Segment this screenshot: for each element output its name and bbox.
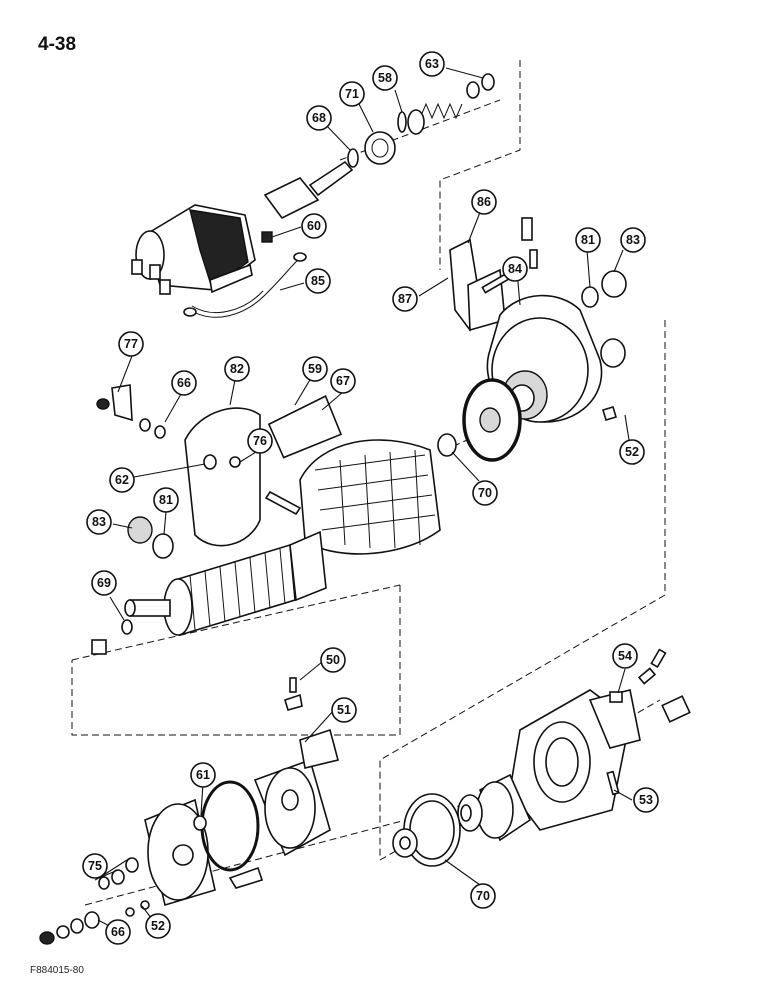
callout-53: 53	[633, 787, 659, 813]
callout-52-b: 52	[145, 913, 171, 939]
svg-text:69: 69	[97, 576, 111, 590]
svg-text:86: 86	[477, 195, 491, 209]
svg-text:83: 83	[626, 233, 640, 247]
callout-71: 71	[339, 81, 365, 107]
callout-66: 66	[171, 370, 197, 396]
callout-84: 84	[502, 256, 528, 282]
callout-58: 58	[372, 65, 398, 91]
svg-text:63: 63	[425, 57, 439, 71]
svg-text:81: 81	[581, 233, 595, 247]
svg-text:59: 59	[308, 362, 322, 376]
svg-text:84: 84	[508, 262, 522, 276]
callout-77: 77	[118, 331, 144, 357]
callout-82: 82	[224, 356, 250, 382]
svg-text:52: 52	[151, 919, 165, 933]
svg-text:70: 70	[478, 486, 492, 500]
solenoid-assembly	[131, 73, 495, 318]
svg-text:54: 54	[618, 649, 632, 663]
callout-86: 86	[471, 189, 497, 215]
callout-75: 75	[82, 853, 108, 879]
figure-code: F884015-80	[30, 965, 84, 976]
callout-54: 54	[612, 643, 638, 669]
callout-81: 81	[575, 227, 601, 253]
leader-lines	[94, 67, 633, 931]
svg-text:71: 71	[345, 87, 359, 101]
callout-76: 76	[247, 428, 273, 454]
callout-67: 67	[330, 368, 356, 394]
callout-59: 59	[302, 356, 328, 382]
callout-68: 68	[306, 105, 332, 131]
svg-text:66: 66	[177, 376, 191, 390]
svg-text:83: 83	[92, 515, 106, 529]
callout-87: 87	[392, 286, 418, 312]
svg-text:75: 75	[88, 859, 102, 873]
svg-text:81: 81	[159, 493, 173, 507]
svg-text:76: 76	[253, 434, 267, 448]
callout-69: 69	[91, 570, 117, 596]
callout-61: 61	[190, 762, 216, 788]
svg-text:85: 85	[311, 274, 325, 288]
svg-text:51: 51	[337, 703, 351, 717]
drive-housing-assembly	[437, 217, 627, 462]
svg-text:82: 82	[230, 362, 244, 376]
svg-text:60: 60	[307, 219, 321, 233]
callout-85: 85	[305, 268, 331, 294]
armature	[91, 516, 327, 655]
svg-text:70: 70	[476, 889, 490, 903]
callout-52: 52	[619, 439, 645, 465]
callout-70: 70	[472, 480, 498, 506]
commutator-end-assembly	[39, 677, 339, 945]
callout-83-b: 83	[86, 509, 112, 535]
svg-text:61: 61	[196, 768, 210, 782]
callout-81-b: 81	[153, 487, 179, 513]
callout-70-b: 70	[470, 883, 496, 909]
page-number: 4-38	[38, 34, 77, 55]
svg-text:52: 52	[625, 445, 639, 459]
callout-63: 63	[419, 51, 445, 77]
svg-text:58: 58	[378, 71, 392, 85]
callout-50: 50	[320, 647, 346, 673]
callout-83: 83	[620, 227, 646, 253]
svg-text:68: 68	[312, 111, 326, 125]
svg-text:62: 62	[115, 473, 129, 487]
callout-66-b: 66	[105, 919, 131, 945]
svg-text:67: 67	[336, 374, 350, 388]
callout-60: 60	[301, 213, 327, 239]
callout-62: 62	[109, 467, 135, 493]
svg-text:50: 50	[326, 653, 340, 667]
svg-text:66: 66	[111, 925, 125, 939]
field-frame-assembly	[96, 384, 441, 555]
drive-end-housing	[392, 648, 691, 867]
svg-text:53: 53	[639, 793, 653, 807]
svg-text:77: 77	[124, 337, 138, 351]
callout-51: 51	[331, 697, 357, 723]
svg-text:87: 87	[398, 292, 412, 306]
